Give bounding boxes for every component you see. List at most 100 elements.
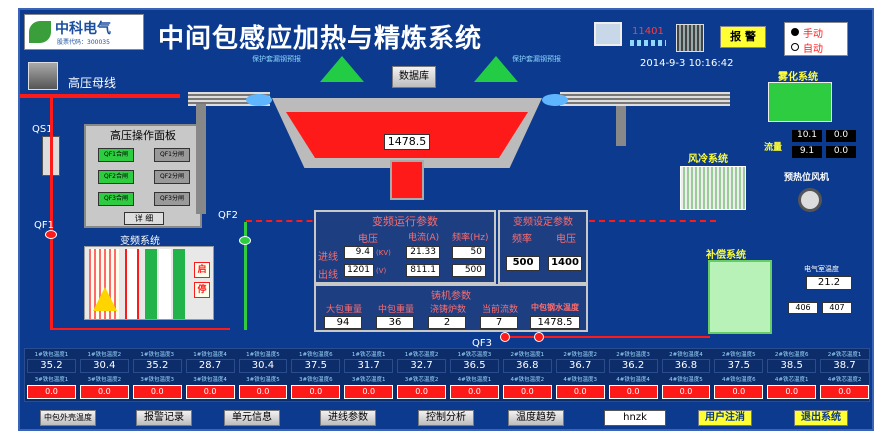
start-button[interactable]: 启	[194, 262, 210, 278]
preheat-fan-label: 预热位风机	[784, 173, 830, 183]
exit-button[interactable]: 退出系统	[794, 410, 848, 426]
incoming-params-button[interactable]: 进线参数	[320, 410, 376, 426]
alarm-log-button[interactable]: 报警记录	[136, 410, 192, 426]
temp-label-row1: 1#铁包温度2	[87, 352, 122, 358]
alarm-button[interactable]: 报 警	[720, 26, 766, 48]
temp-value-row2: 0.0	[291, 385, 341, 399]
temp-value-row1: 32.7	[397, 359, 446, 373]
temp-value-row1: 35.2	[132, 359, 182, 373]
qf1-breaker[interactable]	[45, 230, 57, 239]
in-voltage-unit: (KV)	[376, 249, 391, 257]
shell-temp-button[interactable]: 中包外壳温度	[40, 410, 96, 426]
qs1-label: QS1	[32, 124, 53, 135]
temp-label-row1: 1#铁芯温度1	[351, 352, 386, 358]
qf2-label: QF2	[218, 210, 238, 221]
caster-h-temp: 中包钢水温度	[531, 303, 579, 312]
vfd-section-mid	[125, 249, 139, 319]
control-analysis-button[interactable]: 控制分析	[418, 410, 474, 426]
vfd-cabinet	[84, 246, 214, 320]
qf2-close-button[interactable]: QF2合闸	[98, 170, 134, 184]
temp-label-row2: 4#铁芯温度1	[774, 377, 809, 383]
temp-value-row1: 38.5	[767, 359, 817, 373]
vfd-set-title: 变频设定参数	[513, 217, 573, 228]
stop-button[interactable]: 停	[194, 282, 210, 298]
temp-value-row2: 0.0	[450, 385, 499, 399]
temp-value-row2: 0.0	[555, 385, 605, 399]
vfd-h-voltage: 电压	[358, 234, 378, 245]
temp-label-row2: 3#铁包温度6	[299, 377, 333, 383]
vfd-set-panel: 变频设定参数 频率 电压 500 1400	[498, 210, 588, 284]
caster-ladle-value: 94	[324, 316, 362, 329]
logo: 中科电气 股票代码：300035	[24, 14, 144, 50]
compensation-label: 补偿系统	[706, 250, 746, 261]
temp-label-row1: 2#铁包温度1	[510, 352, 545, 358]
atomize-unit	[768, 82, 832, 122]
temp-trend-button[interactable]: 温度趋势	[508, 410, 564, 426]
server-icon[interactable]	[676, 24, 704, 52]
qf2-open-button[interactable]: QF2分闸	[154, 170, 190, 184]
qf3-line	[500, 336, 710, 338]
radio-auto[interactable]	[791, 43, 799, 51]
hv-panel-title: 高压操作面板	[110, 129, 176, 142]
temp-value-row2: 0.0	[820, 385, 869, 399]
vfd-out-label: 出线	[318, 270, 338, 281]
radio-manual[interactable]	[791, 28, 799, 36]
temp-label-row2: 4#铁包温度3	[563, 377, 597, 383]
caster-h-ladle: 大包重量	[325, 305, 362, 315]
unit-info-button[interactable]: 单元信息	[224, 410, 280, 426]
vfd-green-2	[173, 249, 185, 319]
qf3-label: QF3	[472, 338, 492, 349]
temp-label-row2: 4#铁包温度4	[616, 377, 650, 383]
logout-button[interactable]: 用户注消	[698, 410, 752, 426]
atomize-label: 雾化系统	[778, 72, 818, 83]
caster-temp-value: 1478.5	[530, 316, 580, 329]
flow1b-value: 0.0	[826, 130, 856, 142]
in-freq-value: 50	[452, 246, 486, 259]
temp-label-row2: 3#铁包温度4	[193, 377, 227, 383]
temp-label-row2: 4#铁包温度1	[457, 377, 492, 383]
temp-value-row2: 0.0	[27, 385, 76, 399]
qf3-close-button[interactable]: QF3合闸	[98, 192, 134, 206]
network-icon	[630, 40, 666, 46]
database-button[interactable]: 数据库	[392, 66, 436, 88]
leak-warning-right: 保护套漏钢预报	[512, 55, 561, 63]
leak-indicator-right	[474, 56, 518, 82]
mode-manual-label: 手动	[803, 29, 823, 40]
temp-label-row1: 2#铁包温度4	[669, 352, 703, 358]
temp-label-row2: 3#铁包温度1	[34, 377, 69, 383]
room-temp-label: 电气室温度	[804, 265, 839, 273]
qf2-breaker[interactable]	[239, 236, 251, 245]
temp-value-row1: 36.5	[450, 359, 499, 373]
in-voltage-value: 9.4	[344, 246, 374, 259]
qf3-open-button[interactable]: QF3分闸	[154, 192, 190, 206]
temp-value-row2: 0.0	[502, 385, 552, 399]
temp-value-row2: 0.0	[397, 385, 446, 399]
caster-tundish-value: 36	[376, 316, 414, 329]
fan-icon[interactable]	[798, 188, 822, 212]
temp-value-row2: 0.0	[714, 385, 764, 399]
vfd-h-current: 电流(A)	[408, 233, 440, 243]
qf1-open-button[interactable]: QF1分闸	[154, 148, 190, 162]
inductor-left	[246, 94, 272, 106]
temp-value-row2: 0.0	[132, 385, 182, 399]
temp-value-row1: 35.2	[27, 359, 76, 373]
qf3-breaker-a[interactable]	[500, 332, 510, 342]
temp-value-row1: 28.7	[185, 359, 235, 373]
mode-panel: 手动 自动	[784, 22, 848, 56]
qf3-breaker-b[interactable]	[534, 332, 544, 342]
tundish-temperature: 1478.5	[384, 134, 430, 150]
caster-panel: 铸机参数 大包重量 中包重量 浇铸炉数 当前流数 中包钢水温度 94 36 2 …	[314, 284, 588, 332]
detail-button[interactable]: 详 细	[124, 212, 164, 225]
vfd-set-h-voltage: 电压	[556, 234, 576, 245]
temp-label-row1: 1#铁包温度4	[193, 352, 227, 358]
temp-label-row2: 3#铁芯温度1	[351, 377, 386, 383]
flow2-value: 9.1	[792, 146, 822, 158]
room-value-2: 407	[822, 302, 852, 314]
temp-value-row2: 0.0	[608, 385, 658, 399]
flow1-value: 10.1	[792, 130, 822, 142]
qf1-close-button[interactable]: QF1合闸	[98, 148, 134, 162]
temp-label-row2: 3#铁包温度3	[140, 377, 174, 383]
user-field[interactable]: hnzk	[604, 410, 666, 426]
temp-value-row1: 36.7	[555, 359, 605, 373]
monitor-icon[interactable]	[594, 22, 622, 46]
